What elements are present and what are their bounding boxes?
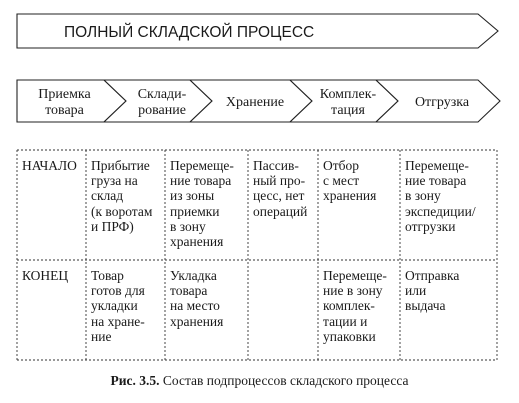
cell-start-picking: Отбор с мест хранения xyxy=(323,158,377,204)
step-label-storage-line-1: Хранение xyxy=(226,95,284,110)
process-banner-title: ПОЛНЫЙ СКЛАДСКОЙ ПРОЦЕСС xyxy=(64,23,314,41)
subprocess-table-grid xyxy=(16,149,498,361)
cell-start-storage: Пассив- ный про- цесс, нет операций xyxy=(253,158,308,219)
step-label-storing-line-1: Склади- xyxy=(138,87,187,102)
step-label-picking-line-2: тация xyxy=(331,103,365,118)
figure-caption-label: Рис. 3.5. xyxy=(110,373,160,388)
step-label-picking-line-1: Комплек- xyxy=(320,87,377,102)
cell-end-picking: Перемеще- ние в зону комплек- тации и уп… xyxy=(323,268,387,344)
cell-start-receiving: Прибытие груза на склад (к воротам и ПРФ… xyxy=(91,158,153,234)
row-label-start: НАЧАЛО xyxy=(22,158,77,173)
step-label-receiving-line-2: товара xyxy=(45,103,85,118)
cell-end-receiving: Товар готов для укладки на хране- ние xyxy=(91,268,145,344)
row-label-end: КОНЕЦ xyxy=(22,268,69,283)
figure-caption: Рис. 3.5. Состав подпроцессов складского… xyxy=(0,373,519,389)
cell-start-storing: Перемеще- ние товара из зоны приемки в з… xyxy=(170,158,234,250)
cell-end-shipping: Отправка или выдача xyxy=(405,268,460,314)
process-banner-arrow xyxy=(16,13,499,49)
cell-end-storing: Укладка товара на место хранения xyxy=(170,268,224,329)
step-label-storing-line-2: рование xyxy=(138,103,186,118)
step-label-receiving-line-1: Приемка xyxy=(38,87,91,102)
cell-start-shipping: Перемеще- ние товара в зону экспедиции/ … xyxy=(405,158,476,234)
step-label-shipping-line-1: Отгрузка xyxy=(415,95,470,110)
figure-caption-text: Состав подпроцессов складского процесса xyxy=(162,373,409,388)
step-chevron-shipping xyxy=(374,79,501,123)
